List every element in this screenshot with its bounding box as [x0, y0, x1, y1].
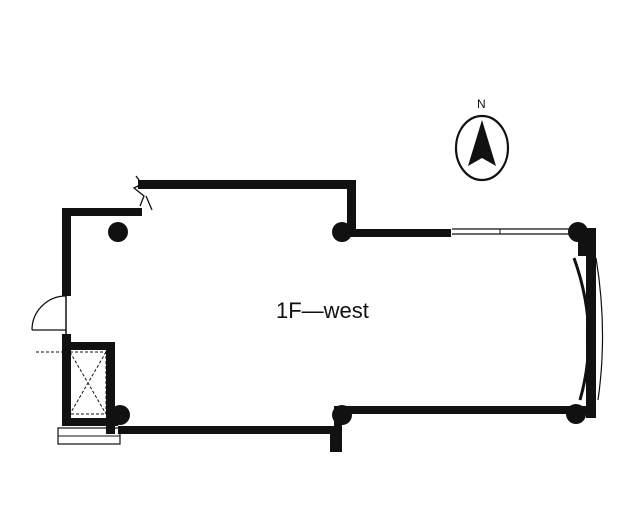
- wall-right: [572, 228, 604, 418]
- column-icon: [566, 404, 586, 424]
- window-top-right: [452, 228, 570, 235]
- wall-bottom-right: [330, 406, 586, 452]
- north-label: N: [477, 97, 486, 111]
- door-swing-icon[interactable]: [31, 295, 67, 353]
- wall-upper-left: [62, 208, 142, 296]
- north-arrow-icon: N: [454, 97, 510, 182]
- column-icon: [568, 222, 588, 242]
- column-icon: [332, 222, 352, 242]
- entrance-steps: [57, 427, 121, 445]
- elevator-shaft-icon: [69, 351, 107, 415]
- wall-top: [138, 180, 451, 237]
- wall-left-lower: [62, 334, 118, 426]
- room-label: 1F—west: [276, 298, 369, 323]
- wall-bottom-left: [106, 342, 338, 434]
- column-icon: [110, 405, 130, 425]
- column-icon: [332, 405, 352, 425]
- column-icon: [108, 222, 128, 242]
